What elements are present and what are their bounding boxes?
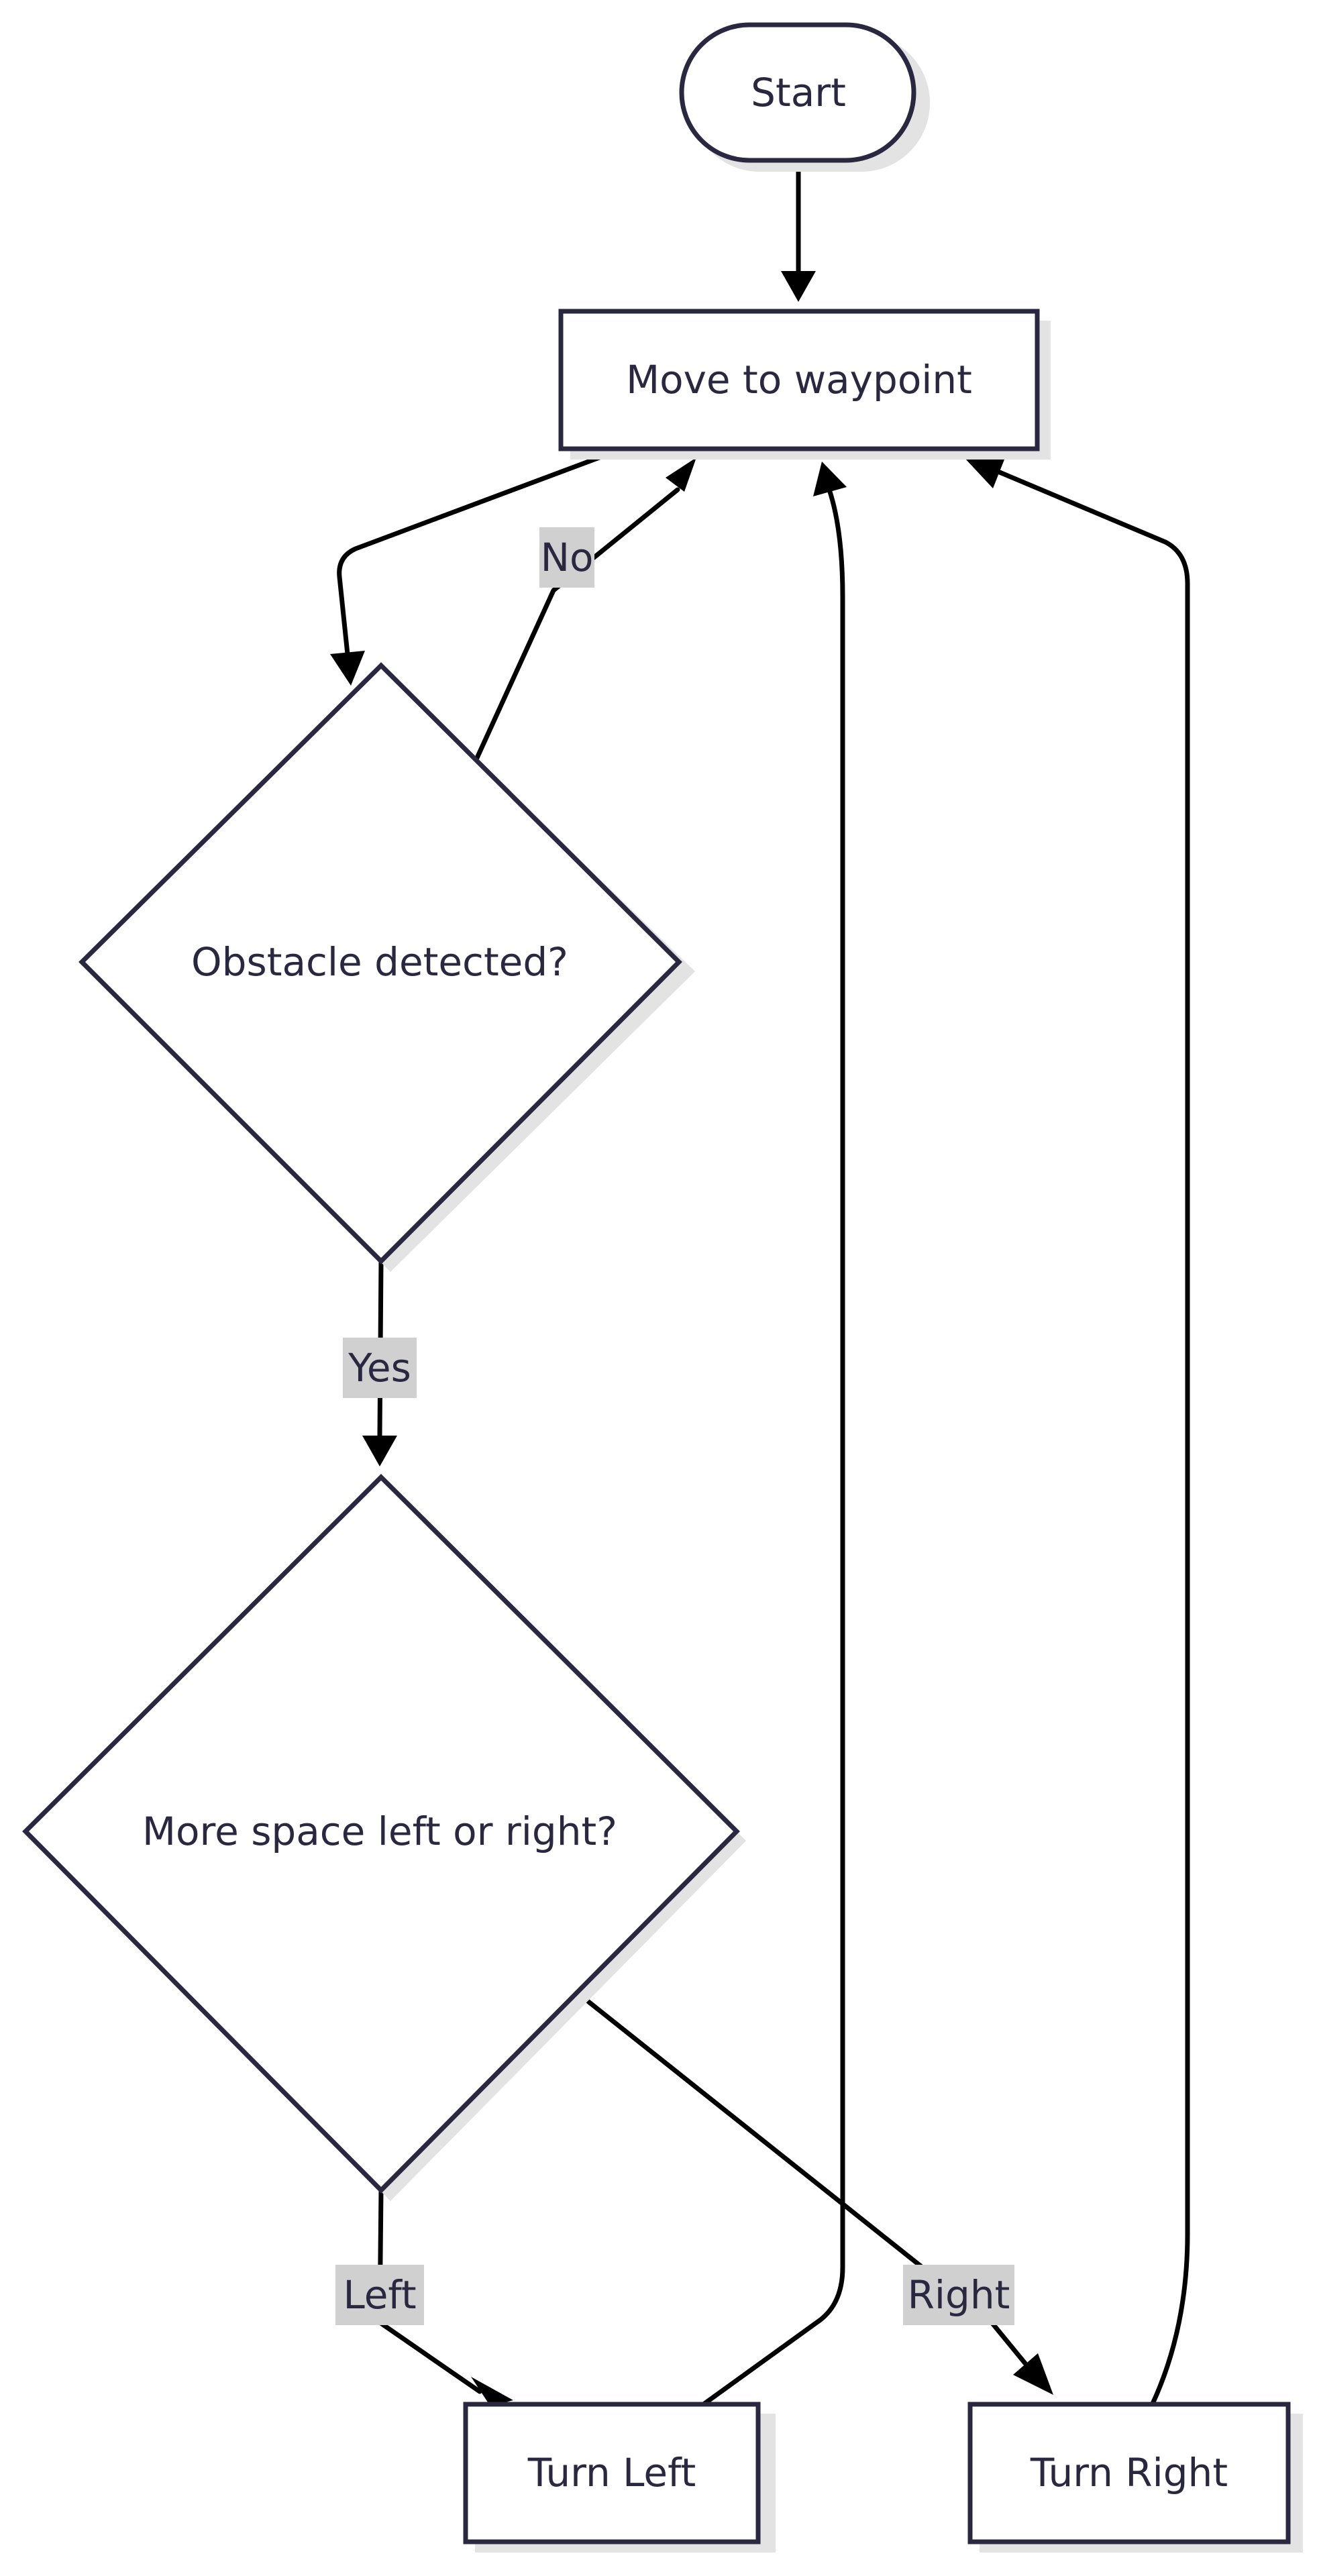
edge-turn-left-to-move: [702, 487, 845, 2406]
space-decision-diamond: [22, 1474, 740, 2194]
arrowhead-move-from-start: [781, 271, 816, 302]
node-start: Start: [679, 22, 930, 172]
arrowhead-turn-left-from-left: [471, 2377, 513, 2406]
edge-label-no-text: No: [541, 535, 594, 580]
node-start-label: Start: [751, 70, 846, 115]
edge-label-yes: Yes: [343, 1338, 417, 1398]
node-turn-left: Turn Left: [463, 2402, 776, 2553]
node-obstacle-decision: Obstacle detected?: [78, 662, 695, 1272]
node-move-to-waypoint: Move to waypoint: [558, 309, 1051, 460]
node-turn-left-label: Turn Left: [527, 2450, 696, 2496]
edge-label-right-text: Right: [908, 2272, 1010, 2318]
node-turn-right: Turn Right: [967, 2402, 1303, 2553]
node-obstacle-label: Obstacle detected?: [191, 939, 568, 985]
arrowhead-move-from-turn-right: [965, 456, 1006, 488]
edges: [330, 158, 1190, 2406]
edge-label-left: Left: [335, 2265, 424, 2325]
edge-labels: No Yes Left Right: [335, 527, 1014, 2325]
edge-move-to-obstacle: [337, 448, 620, 657]
edge-turn-right-to-move: [997, 470, 1190, 2406]
node-turn-right-label: Turn Right: [1030, 2450, 1228, 2496]
edge-label-yes-text: Yes: [348, 1345, 411, 1391]
start-terminal-shape: [679, 22, 916, 163]
node-space-decision: More space left or right?: [22, 1474, 746, 2201]
arrowhead-move-from-turn-left: [813, 462, 847, 496]
edge-label-left-text: Left: [343, 2272, 416, 2318]
turn-right-process-shape: [967, 2402, 1291, 2544]
edge-label-right: Right: [903, 2265, 1014, 2325]
node-move-label: Move to waypoint: [626, 357, 972, 402]
turn-left-process-shape: [463, 2402, 761, 2544]
edge-label-no: No: [539, 527, 594, 588]
nodes: Start Move to waypoint Obstacle detected…: [22, 22, 1303, 2553]
node-space-label: More space left or right?: [142, 1809, 617, 1854]
arrowhead-space-from-yes: [362, 1436, 397, 1466]
obstacle-decision-diamond: [78, 662, 682, 1265]
edge-obstacle-no-to-move: [474, 487, 680, 762]
arrowhead-obstacle-from-move: [330, 651, 365, 686]
move-process-shape: [558, 309, 1040, 451]
arrowhead-move-from-no: [666, 458, 696, 492]
arrowhead-turn-right-from-right: [1013, 2353, 1053, 2395]
